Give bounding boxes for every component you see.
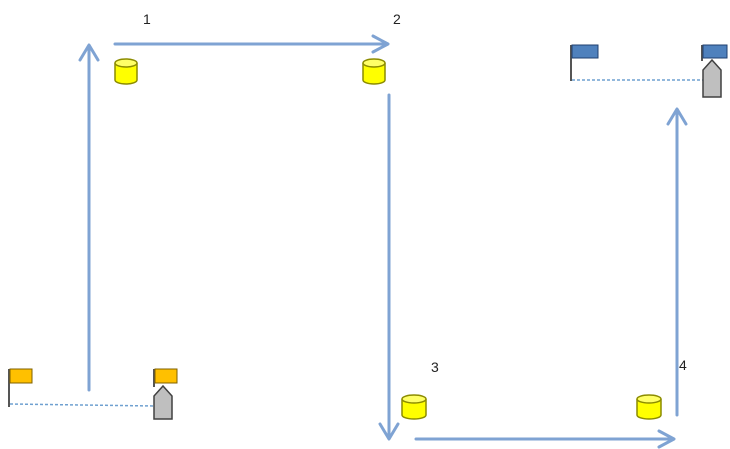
buoy-mark-2 (362, 58, 386, 85)
start-line-dashed (9, 403, 156, 407)
start-pin-flag (8, 368, 33, 407)
finish-pin-flag (570, 44, 599, 81)
buoy-mark-3 (401, 394, 427, 420)
finish-line (570, 44, 728, 98)
buoy-mark-1 (114, 58, 138, 85)
mark-4-label: 4 (679, 357, 687, 373)
mark-1-label: 1 (143, 11, 151, 27)
leg-mark-2-to-mark-3 (378, 93, 400, 441)
leg-start-to-mark-1 (78, 43, 100, 392)
leg-mark-3-to-mark-4 (414, 429, 676, 449)
mark-2-label: 2 (393, 11, 401, 27)
start-line (8, 368, 178, 420)
leg-mark-1-to-mark-2 (113, 34, 390, 54)
finish-committee-boat (701, 44, 728, 98)
mark-3-label: 3 (431, 359, 439, 375)
buoy-mark-4 (636, 394, 662, 420)
course-legs (78, 34, 688, 449)
start-committee-boat (153, 368, 178, 420)
leg-mark-4-to-finish (666, 107, 688, 417)
